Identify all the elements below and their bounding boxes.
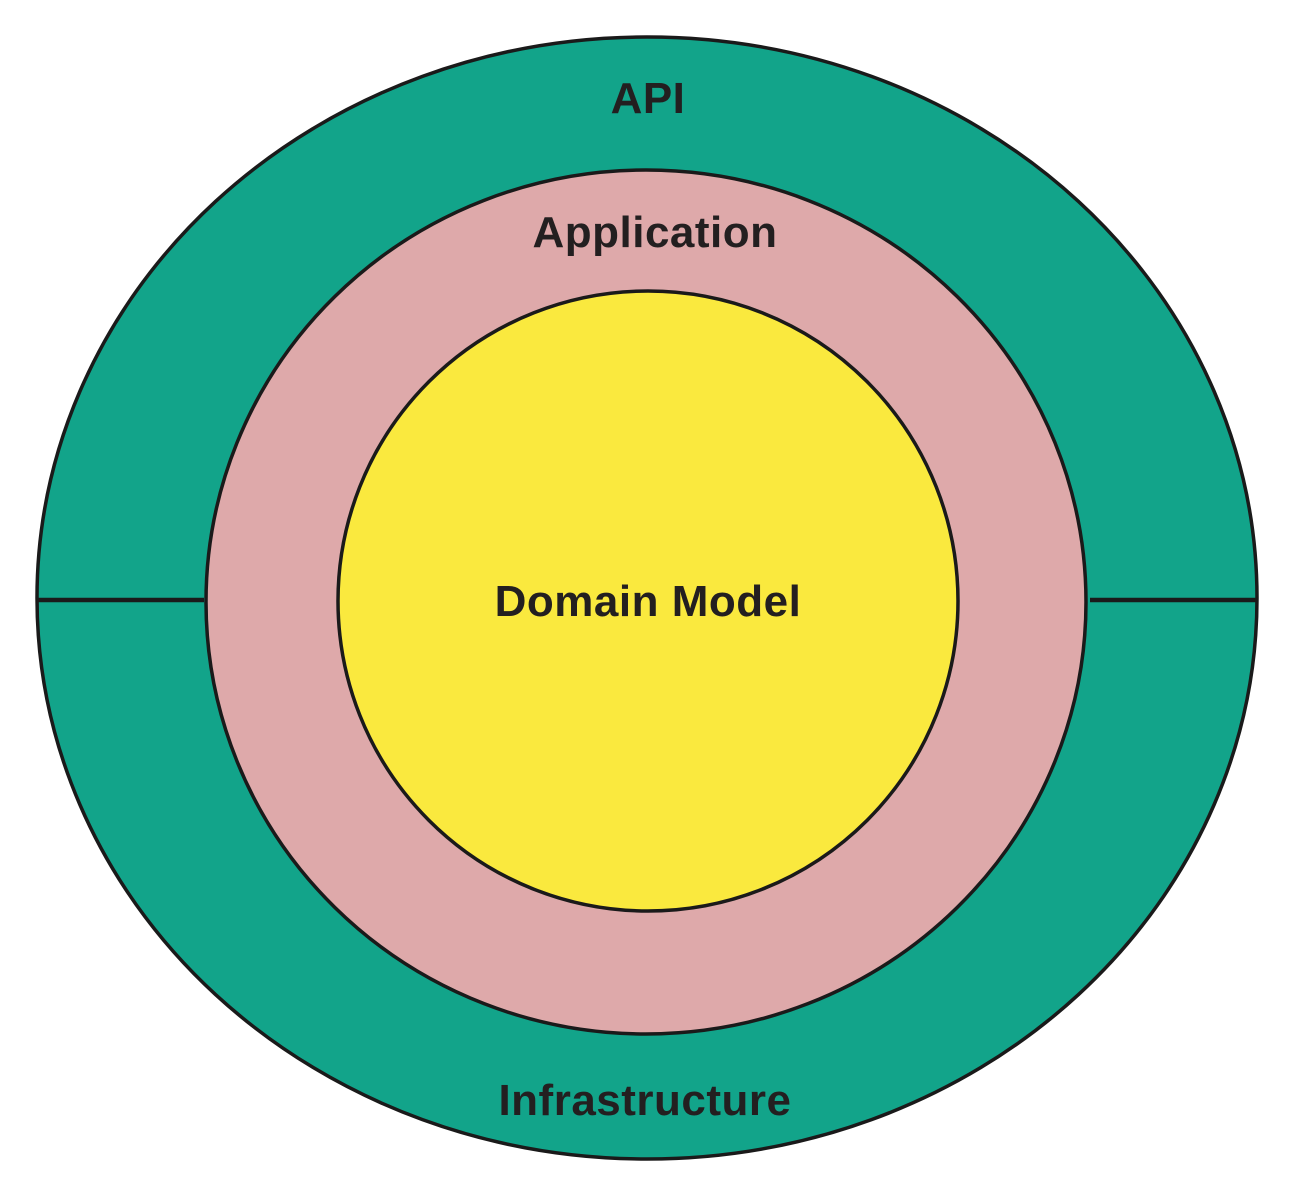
api-label: API (611, 74, 686, 123)
application-label: Application (532, 208, 777, 257)
inner-circle (336, 289, 960, 913)
infrastructure-label: Infrastructure (498, 1076, 791, 1125)
domain-model-label: Domain Model (495, 577, 802, 626)
